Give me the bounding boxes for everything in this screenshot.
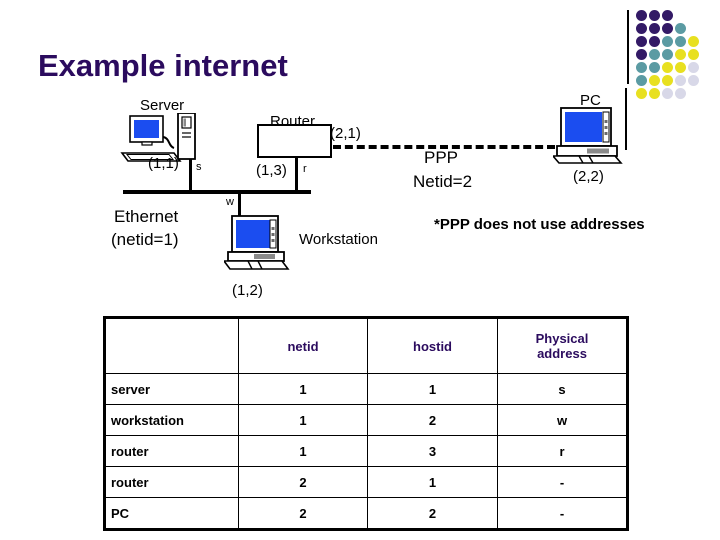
pc-computer-icon xyxy=(553,106,625,164)
ppp-dashed-link xyxy=(333,145,555,149)
cell-device: server xyxy=(103,373,239,405)
cell-physical: w xyxy=(497,404,629,436)
logo-dot xyxy=(662,36,673,47)
table-row: server 1 1 s xyxy=(103,373,629,405)
logo-dot xyxy=(636,88,647,99)
logo-dot xyxy=(649,75,660,86)
logo-dot xyxy=(688,49,699,60)
cell-hostid: 2 xyxy=(367,497,498,531)
server-drop-line xyxy=(189,148,192,192)
pc-label: PC xyxy=(580,92,601,109)
router-ppp-address-label: (2,1) xyxy=(330,125,361,142)
logo-dot xyxy=(688,75,699,86)
cell-hostid: 3 xyxy=(367,435,498,467)
right-vertical-rule xyxy=(625,88,627,150)
logo-dot xyxy=(662,23,673,34)
logo-dot xyxy=(649,36,660,47)
logo-dot xyxy=(675,23,686,34)
table-row: workstation 1 2 w xyxy=(103,404,629,436)
table-header-hostid: hostid xyxy=(367,316,498,374)
logo-dot xyxy=(688,62,699,73)
table-row: router 1 3 r xyxy=(103,435,629,467)
logo-dot xyxy=(662,10,673,21)
table-header-physical-address: Physical address xyxy=(497,316,629,374)
logo-dot xyxy=(649,88,660,99)
page-title: Example internet xyxy=(38,48,288,83)
logo-dot xyxy=(662,62,673,73)
logo-dot xyxy=(636,62,647,73)
logo-dot xyxy=(675,88,686,99)
workstation-address-label: (1,2) xyxy=(232,282,263,299)
cell-netid: 2 xyxy=(238,497,368,531)
logo-vertical-rule xyxy=(627,10,629,84)
router-lan-interface-label: r xyxy=(303,163,307,175)
cell-netid: 1 xyxy=(238,404,368,436)
cell-device: PC xyxy=(103,497,239,531)
table-row: PC 2 2 - xyxy=(103,497,629,531)
workstation-interface-label: w xyxy=(226,196,234,208)
address-table: netid hostid Physical address server 1 1… xyxy=(103,316,629,531)
table-header-physical-line2: address xyxy=(537,346,587,361)
logo-dot xyxy=(662,75,673,86)
cell-hostid: 1 xyxy=(367,373,498,405)
ethernet-label-line1: Ethernet xyxy=(114,207,179,226)
logo-dot xyxy=(636,10,647,21)
logo-dot xyxy=(675,36,686,47)
ethernet-label-line2: (netid=1) xyxy=(111,230,179,249)
router-lan-address-label: (1,3) xyxy=(256,162,287,179)
cell-physical: - xyxy=(497,497,629,531)
router-label: Router xyxy=(270,113,316,130)
server-interface-label: s xyxy=(196,161,202,173)
cell-netid: 1 xyxy=(238,373,368,405)
workstation-computer-icon xyxy=(224,214,292,270)
server-computer-icon xyxy=(118,113,198,165)
ppp-label-line2: Netid=2 xyxy=(413,172,473,191)
table-header-blank xyxy=(103,316,239,374)
decorative-dot-grid-logo xyxy=(627,6,717,99)
table-header-netid: netid xyxy=(238,316,368,374)
ppp-footnote: *PPP does not use addresses xyxy=(434,216,645,233)
table-body: server 1 1 s workstation 1 2 w router 1 … xyxy=(103,373,629,531)
cell-physical: s xyxy=(497,373,629,405)
cell-hostid: 1 xyxy=(367,466,498,498)
logo-dot xyxy=(636,36,647,47)
cell-physical: - xyxy=(497,466,629,498)
logo-dot xyxy=(649,62,660,73)
cell-device: router xyxy=(103,466,239,498)
table-header-row: netid hostid Physical address xyxy=(103,316,629,374)
logo-dot xyxy=(636,49,647,60)
logo-dot xyxy=(636,23,647,34)
cell-netid: 1 xyxy=(238,435,368,467)
logo-dot xyxy=(675,75,686,86)
logo-dot xyxy=(688,36,699,47)
logo-dot xyxy=(649,49,660,60)
cell-physical: r xyxy=(497,435,629,467)
logo-dot xyxy=(636,75,647,86)
cell-device: router xyxy=(103,435,239,467)
server-address-label: (1,1) xyxy=(148,155,179,172)
logo-dot xyxy=(649,10,660,21)
logo-dot xyxy=(675,49,686,60)
ethernet-bus-line xyxy=(123,190,311,194)
logo-dot xyxy=(662,88,673,99)
cell-device: workstation xyxy=(103,404,239,436)
table-header-physical-line1: Physical xyxy=(535,331,589,346)
cell-netid: 2 xyxy=(238,466,368,498)
ppp-label-line1: PPP xyxy=(424,148,459,167)
server-label: Server xyxy=(140,97,185,114)
router-drop-line xyxy=(295,156,298,192)
workstation-label: Workstation xyxy=(299,231,378,248)
router-box xyxy=(257,124,332,158)
workstation-drop-line xyxy=(238,190,241,216)
logo-dot xyxy=(675,62,686,73)
logo-dot xyxy=(662,49,673,60)
logo-dot xyxy=(649,23,660,34)
cell-hostid: 2 xyxy=(367,404,498,436)
table-row: router 2 1 - xyxy=(103,466,629,498)
pc-address-label: (2,2) xyxy=(573,168,604,185)
